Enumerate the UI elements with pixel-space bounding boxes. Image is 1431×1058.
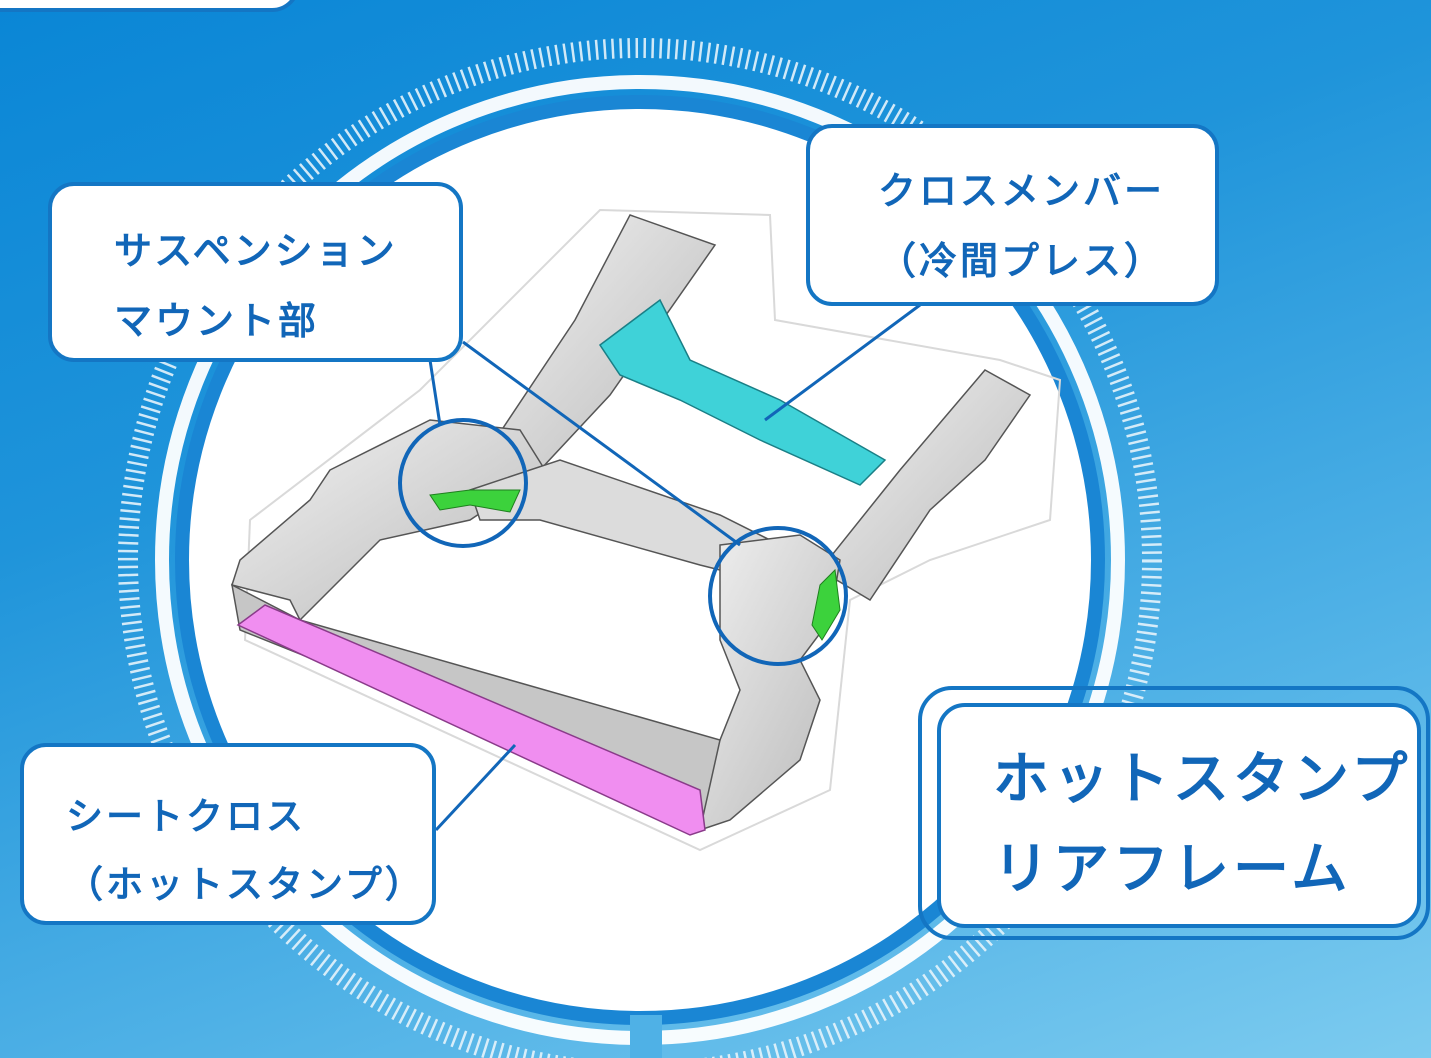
- suspension-mount-line2: マウント部: [114, 299, 320, 343]
- title-line1: ホットスタンプ: [993, 747, 1412, 812]
- frame-shadow: [243, 208, 1062, 852]
- leader-line-suspension-right: [462, 340, 741, 547]
- right-rail-upper: [818, 369, 1032, 602]
- right-side-member: [689, 534, 841, 831]
- cross-member-line1: クロスメンバー: [878, 169, 1166, 213]
- seat-cross-line1: シートクロス: [66, 795, 306, 838]
- title-callout-border: [918, 686, 1430, 940]
- tick-ring: [118, 38, 1162, 1058]
- ring-gap: [630, 1015, 662, 1058]
- suspension-highlight-right: [708, 526, 848, 666]
- suspension-mount-line1: サスペンション: [114, 229, 398, 273]
- suspension-highlight-left: [398, 418, 528, 548]
- suspension-mount-callout: サスペンション マウント部: [48, 182, 463, 362]
- seat-cross-part: [236, 604, 706, 836]
- suspension-part-right: [811, 568, 841, 641]
- leader-line-suspension-left: [428, 359, 442, 426]
- cross-member-callout: クロスメンバー （冷間プレス）: [806, 124, 1219, 306]
- seat-cross-callout: シートクロス （ホットスタンプ）: [20, 743, 436, 925]
- cross-member-part: [598, 298, 887, 486]
- suspension-part-left: [429, 489, 521, 513]
- title-line2: リアフレーム: [993, 837, 1352, 902]
- left-side-member: [231, 419, 547, 622]
- title-callout: ホットスタンプ リアフレーム: [937, 703, 1421, 928]
- leader-line-seat-cross: [434, 743, 517, 832]
- leader-line-cross-member: [764, 303, 921, 422]
- corner-tab: [0, 0, 300, 12]
- seat-cross-line2: （ホットスタンプ）: [66, 863, 425, 906]
- cross-member-line2: （冷間プレス）: [878, 239, 1166, 283]
